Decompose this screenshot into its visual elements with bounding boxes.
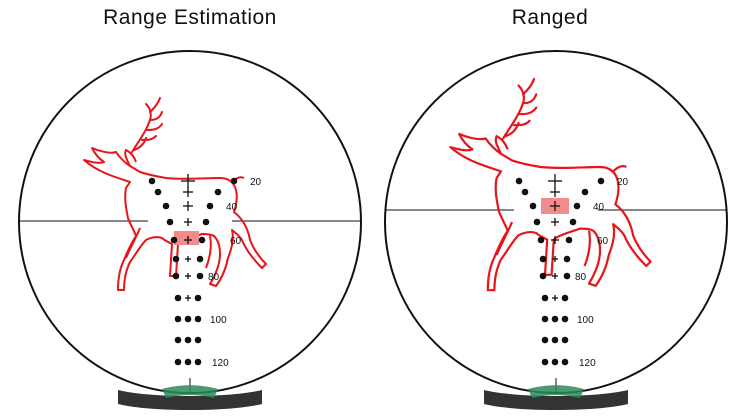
range-dots [148, 174, 238, 366]
turret-glass [528, 385, 584, 398]
reticle-dot [539, 255, 547, 263]
reticle-dot [597, 177, 605, 185]
range-label: 120 [579, 358, 596, 369]
reticle-dot [154, 188, 162, 196]
scope-left: 20 40 60 80 100 120 [18, 50, 362, 410]
reticle-dot [148, 177, 156, 185]
reticle-dot [563, 272, 571, 280]
reticle-dot [537, 236, 545, 244]
reticle-dot [569, 218, 577, 226]
reticle-dot [551, 336, 559, 344]
range-label: 80 [208, 272, 220, 283]
range-label: 80 [575, 272, 587, 283]
reticle-dot [551, 315, 559, 323]
panel-title-range-estimation: Range Estimation [103, 6, 277, 29]
turret [484, 390, 628, 410]
reticle-dot [214, 188, 222, 196]
reticle-dot [194, 315, 202, 323]
reticle-dot [541, 358, 549, 366]
reticle-dot [184, 336, 192, 344]
reticle-dot [172, 272, 180, 280]
reticle-dot [166, 218, 174, 226]
reticle-dot [573, 202, 581, 210]
reticle-dot [561, 358, 569, 366]
range-label: 20 [250, 177, 262, 188]
reticle-dot [174, 294, 182, 302]
panel-title-ranged: Ranged [511, 6, 589, 29]
reticle-dot [551, 358, 559, 366]
reticle-dot [539, 272, 547, 280]
range-label: 40 [593, 202, 605, 213]
reticle-dot [184, 358, 192, 366]
reticle-dot [172, 255, 180, 263]
reticle-dot [581, 188, 589, 196]
reticle-dot [541, 336, 549, 344]
range-labels: 20 40 60 80 100 120 [208, 177, 262, 369]
range-labels: 20 40 60 80 100 120 [575, 177, 629, 369]
reticle-dot [541, 294, 549, 302]
scope-right: 20 40 60 80 100 120 [384, 50, 728, 410]
reticle-dot [230, 177, 238, 185]
range-label: 100 [210, 315, 227, 326]
reticle-dot [196, 272, 204, 280]
reticle-dot [162, 202, 170, 210]
range-label: 120 [212, 358, 229, 369]
turret-glass [162, 385, 218, 398]
reticle-dot [565, 236, 573, 244]
reticle-dot [541, 315, 549, 323]
reticle-dot [202, 218, 210, 226]
range-label: 60 [230, 236, 242, 247]
reticle-dot [194, 294, 202, 302]
range-label: 60 [597, 236, 609, 247]
reticle-dot [174, 336, 182, 344]
reticle-dot [206, 202, 214, 210]
reticle-dot [198, 236, 206, 244]
turret [118, 390, 262, 410]
range-label: 100 [577, 315, 594, 326]
reticle-dot [174, 358, 182, 366]
range-label: 20 [617, 177, 629, 188]
reticle-dot [561, 315, 569, 323]
reticle-dot [533, 218, 541, 226]
reticle-dot [529, 202, 537, 210]
reticle-dot [521, 188, 529, 196]
range-dots [515, 174, 605, 366]
reticle-dot [174, 315, 182, 323]
highlight-box [174, 231, 199, 245]
reticle-dot [561, 336, 569, 344]
reticle-dot [561, 294, 569, 302]
reticle-dot [515, 177, 523, 185]
reticle-dot [170, 236, 178, 244]
reticle-dot [194, 336, 202, 344]
reticle-dot [563, 255, 571, 263]
reticle-dot [184, 315, 192, 323]
reticle-dot [196, 255, 204, 263]
range-label: 40 [226, 202, 238, 213]
reticle-dot [194, 358, 202, 366]
